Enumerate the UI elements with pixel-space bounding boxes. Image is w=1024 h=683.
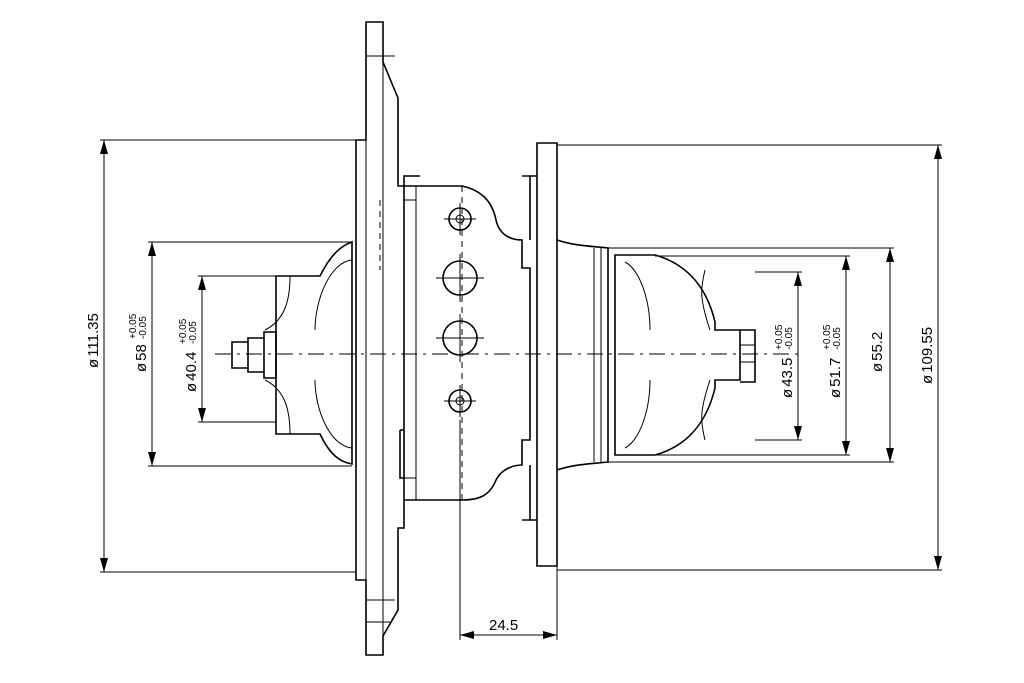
svg-text:ø55.2: ø55.2 xyxy=(869,332,886,372)
oil-port-holes xyxy=(436,203,484,417)
dim-43-5-label: ø43.5 +0.05 -0.05 xyxy=(774,324,796,398)
dim-55-2-label: ø55.2 xyxy=(869,332,886,372)
svg-text:ø58: ø58 xyxy=(133,344,150,372)
compressor-backplate xyxy=(355,21,405,656)
dimension-labels: ø111.35 ø58 +0.05 -0.05 ø40.4 +0.05 -0.0… xyxy=(85,313,936,634)
svg-text:+0.05: +0.05 xyxy=(128,313,139,339)
compressor-nut xyxy=(231,331,277,379)
svg-text:-0.05: -0.05 xyxy=(138,316,149,339)
svg-text:ø111.35: ø111.35 xyxy=(85,313,102,368)
bearing-housing xyxy=(404,185,531,501)
svg-text:-0.05: -0.05 xyxy=(832,327,843,350)
dim-24-5-label: 24.5 xyxy=(489,617,518,634)
svg-text:ø109.55: ø109.55 xyxy=(919,327,936,384)
svg-text:+0.05: +0.05 xyxy=(822,324,833,350)
svg-text:+0.05: +0.05 xyxy=(178,318,189,344)
svg-text:-0.05: -0.05 xyxy=(784,327,795,350)
compressor-wheel xyxy=(275,240,353,465)
svg-text:ø40.4: ø40.4 xyxy=(183,352,200,392)
turbine-wheel xyxy=(614,254,741,456)
svg-text:ø43.5: ø43.5 xyxy=(779,358,796,398)
heat-shield xyxy=(556,239,609,471)
svg-text:-0.05: -0.05 xyxy=(188,321,199,344)
cartridge-outline xyxy=(215,21,800,656)
dim-58-label: ø58 +0.05 -0.05 xyxy=(128,313,150,372)
dimension-lines xyxy=(100,139,942,640)
svg-text:ø51.7: ø51.7 xyxy=(827,358,844,398)
dim-51-7-label: ø51.7 +0.05 -0.05 xyxy=(822,324,844,398)
svg-text:+0.05: +0.05 xyxy=(774,324,785,350)
dim-40-4-label: ø40.4 +0.05 -0.05 xyxy=(178,318,200,392)
turbine-shaft-end xyxy=(740,329,756,383)
dim-109-55-label: ø109.55 xyxy=(919,327,936,384)
dim-111-35-label: ø111.35 xyxy=(85,313,102,368)
